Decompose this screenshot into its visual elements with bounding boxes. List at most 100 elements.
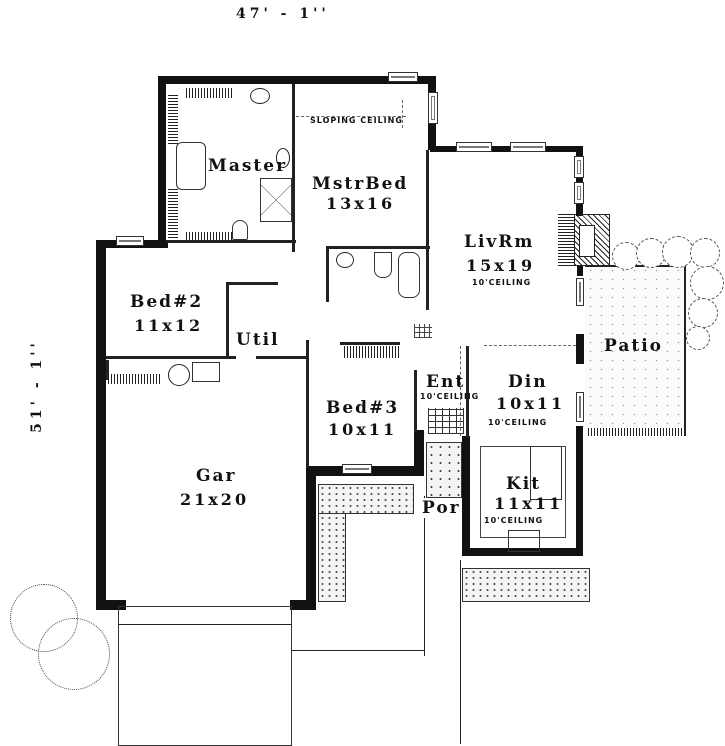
- interior-wall: [256, 356, 308, 359]
- fireplace: [574, 214, 610, 266]
- room-bed2-size: 11x12: [134, 316, 204, 335]
- room-dining-name: Din: [508, 372, 548, 392]
- sink: [336, 252, 354, 268]
- porch-floor: [426, 442, 462, 498]
- room-garage-name: Gar: [196, 466, 237, 486]
- room-master-bed-note: SLOPING CEILING: [310, 116, 403, 125]
- room-dining-size: 10x11: [496, 394, 566, 413]
- toilet: [232, 220, 248, 240]
- tree: [38, 618, 110, 690]
- walk-edge: [424, 496, 425, 656]
- kitchen-island-counter: [530, 446, 562, 500]
- shrub: [686, 326, 710, 350]
- closet-shelf: [344, 346, 400, 358]
- opening-line: [460, 346, 461, 436]
- shower: [260, 178, 292, 222]
- wall: [306, 466, 316, 610]
- shrub: [690, 238, 720, 268]
- wall: [96, 600, 126, 610]
- interior-wall: [106, 360, 109, 380]
- bathtub: [398, 252, 420, 298]
- driveway-edge: [118, 624, 292, 625]
- planter: [318, 484, 414, 514]
- sink: [250, 88, 270, 104]
- interior-wall: [340, 342, 400, 345]
- bathtub: [374, 252, 392, 278]
- entry-grille: [428, 408, 464, 434]
- patio-edge: [588, 428, 686, 436]
- room-master-bath-name: Master: [208, 156, 288, 176]
- window: [342, 464, 372, 474]
- room-living-note: 10'CEILING: [472, 278, 532, 287]
- interior-wall: [226, 282, 229, 358]
- patio-edge-right: [684, 266, 686, 436]
- opening-line: [484, 345, 576, 346]
- room-utility-name: Util: [236, 330, 280, 350]
- wall: [462, 548, 583, 556]
- wall: [576, 334, 584, 364]
- room-garage-size: 21x20: [180, 490, 250, 509]
- room-master-bed-size: 13x16: [326, 194, 396, 213]
- shrub: [636, 238, 666, 268]
- interior-wall: [226, 282, 278, 285]
- wall: [576, 146, 583, 216]
- interior-wall: [426, 150, 429, 310]
- interior-wall: [326, 246, 430, 249]
- room-living-name: LivRm: [464, 232, 535, 252]
- wall: [577, 266, 583, 276]
- closet-shelf: [108, 374, 160, 384]
- room-porch-name: Por: [422, 498, 461, 518]
- shrub: [612, 242, 640, 270]
- wall: [290, 600, 316, 610]
- bathtub: [176, 142, 206, 190]
- window: [576, 392, 584, 422]
- shrub: [690, 266, 724, 300]
- interior-wall: [306, 340, 309, 468]
- window: [428, 92, 438, 124]
- sloping-ceiling-line: [402, 100, 403, 128]
- driveway: [118, 606, 292, 746]
- window: [456, 142, 492, 152]
- wall: [158, 76, 436, 84]
- kitchen-counter: [480, 446, 566, 538]
- room-entry-note: 10'CEILING: [420, 392, 480, 401]
- room-dining-note: 10'CEILING: [488, 418, 548, 427]
- wall: [428, 140, 434, 150]
- wall: [158, 76, 166, 246]
- wall: [430, 146, 582, 152]
- window: [576, 278, 584, 306]
- closet-shelf: [168, 188, 178, 238]
- overall-width-dimension: 47' - 1'': [236, 6, 330, 22]
- room-kitchen-name: Kit: [506, 474, 542, 494]
- furnace: [192, 362, 220, 382]
- interior-wall: [106, 356, 236, 359]
- interior-wall: [292, 84, 295, 252]
- closet-shelf: [186, 88, 232, 98]
- planter: [462, 568, 590, 602]
- room-patio-name: Patio: [604, 336, 663, 356]
- room-entry-name: Ent: [426, 372, 466, 392]
- interior-wall: [166, 240, 296, 243]
- water-heater: [168, 364, 190, 386]
- firebox: [579, 225, 595, 257]
- interior-wall: [326, 246, 329, 302]
- patio-slab: [585, 266, 685, 434]
- room-bed3-size: 10x11: [328, 420, 398, 439]
- room-bed2-name: Bed#2: [130, 292, 204, 312]
- window: [116, 236, 144, 246]
- room-kitchen-note: 10'CEILING: [484, 516, 544, 525]
- room-bed3-name: Bed#3: [326, 398, 400, 418]
- walk-edge: [292, 650, 424, 651]
- wall: [96, 240, 106, 608]
- walk-edge: [460, 560, 461, 744]
- closet-shelf: [168, 94, 178, 144]
- interior-wall: [414, 370, 417, 432]
- room-living-size: 15x19: [466, 256, 536, 275]
- room-master-bed-name: MstrBed: [312, 174, 409, 194]
- hall-grille: [414, 324, 432, 338]
- sloping-ceiling-line: [296, 116, 406, 117]
- shrub: [688, 298, 718, 328]
- fireplace-hearth: [558, 214, 578, 266]
- window: [574, 182, 584, 204]
